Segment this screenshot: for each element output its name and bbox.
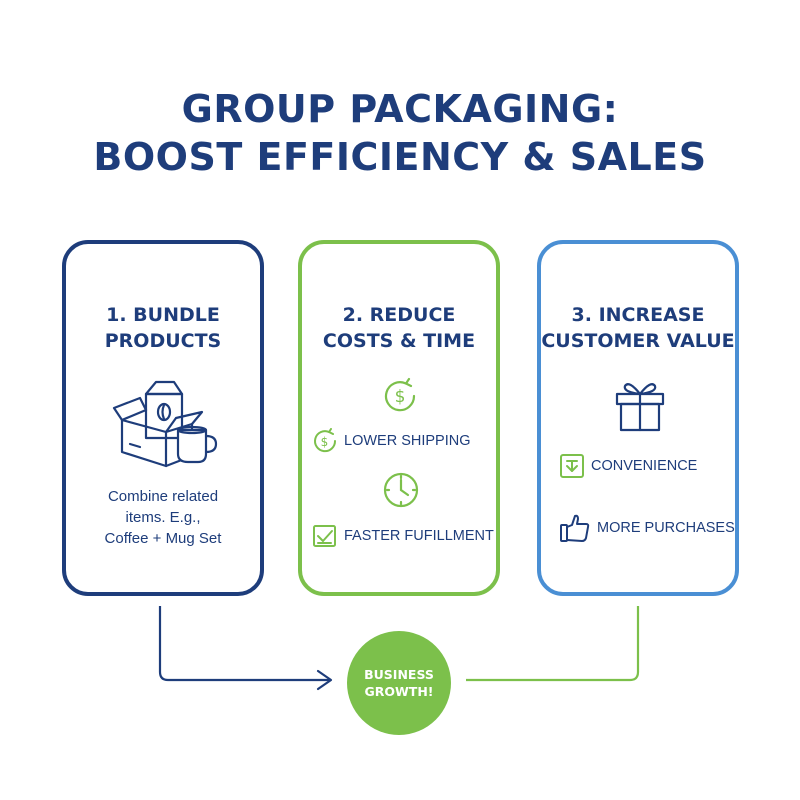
card-reduce-costs: 2. REDUCE COSTS & TIME $ $ LOWER SHIPPIN…: [298, 240, 500, 596]
title-line-1: GROUP PACKAGING:: [181, 87, 619, 131]
arrowhead: [316, 669, 333, 691]
description-line-1: Combine related: [107, 488, 219, 505]
benefit-label: LOWER SHIPPING: [344, 433, 471, 449]
benefit-label: MORE PURCHASES: [597, 520, 735, 536]
thumbs-up-icon: [560, 514, 590, 542]
description-line-3: Coffee + Mug Set: [104, 530, 222, 547]
title-line-2: BOOST EFFICIENCY & SALES: [93, 135, 707, 179]
business-growth-circle: BUSINESS GROWTH!: [347, 631, 451, 735]
card-increase-customer-value: 3. INCREASE CUSTOMER VALUE CONVENIENCE M…: [537, 240, 739, 596]
dollar-refresh-icon: $: [314, 428, 337, 453]
card-heading-line-2: PRODUCTS: [104, 330, 222, 352]
card-description: Combine related items. E.g., Coffee + Mu…: [66, 486, 260, 549]
benefit-faster-fulfillment: FASTER FUFILLMENT: [312, 523, 494, 549]
clock-icon: [383, 472, 419, 508]
svg-text:$: $: [395, 387, 406, 407]
connector-arrow-left: [158, 606, 330, 682]
download-box-icon: [560, 454, 584, 478]
card-heading: 2. REDUCE COSTS & TIME: [302, 302, 496, 354]
box-with-coffee-and-mug-icon: [112, 380, 218, 468]
card-heading-line-2: COSTS & TIME: [322, 330, 476, 352]
description-line-2: items. E.g.,: [125, 509, 201, 526]
benefit-lower-shipping: $ LOWER SHIPPING: [312, 428, 471, 454]
benefit-label: CONVENIENCE: [591, 458, 698, 474]
dollar-refresh-icon: $: [384, 377, 416, 412]
growth-line-1: BUSINESS: [364, 667, 434, 682]
card-heading-line-1: 2. REDUCE: [342, 304, 456, 326]
card-heading-line-1: 3. INCREASE: [571, 304, 705, 326]
checkbox-icon: [313, 525, 336, 547]
benefit-more-purchases: MORE PURCHASES: [559, 512, 735, 544]
connector-line-right: [466, 606, 640, 682]
card-heading-line-2: CUSTOMER VALUE: [541, 330, 735, 352]
card-bundle-products: 1. BUNDLE PRODUCTS Combine related items…: [62, 240, 264, 596]
svg-text:$: $: [321, 435, 329, 449]
gift-icon: [615, 383, 665, 432]
card-heading: 3. INCREASE CUSTOMER VALUE: [541, 302, 735, 354]
card-heading-line-1: 1. BUNDLE: [106, 304, 220, 326]
card-heading: 1. BUNDLE PRODUCTS: [66, 302, 260, 354]
benefit-convenience: CONVENIENCE: [559, 453, 697, 479]
benefit-label: FASTER FUFILLMENT: [344, 528, 494, 544]
growth-line-2: GROWTH!: [364, 684, 434, 699]
